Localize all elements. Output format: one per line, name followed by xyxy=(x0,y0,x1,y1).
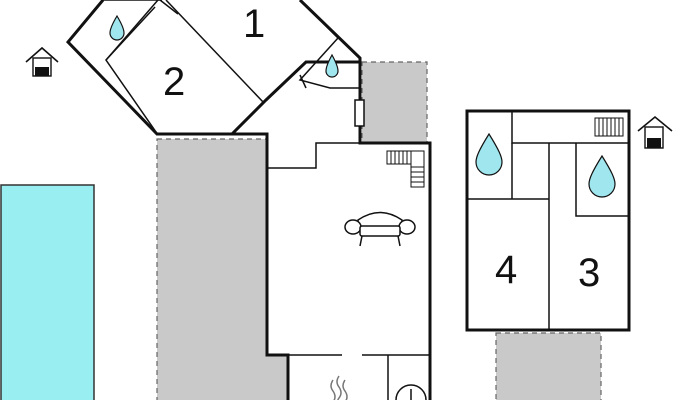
main-house xyxy=(232,58,432,400)
water-drop-icon xyxy=(109,14,125,41)
room-label-3: 3 xyxy=(578,251,600,295)
upper-wing xyxy=(65,0,362,136)
stairs-icon xyxy=(386,150,425,188)
house-entrance-icon xyxy=(25,46,59,77)
room-label-4: 4 xyxy=(495,248,517,292)
round-appliance-icon xyxy=(395,384,427,400)
stairs-icon xyxy=(594,117,624,137)
swimming-pool xyxy=(0,184,95,400)
annex-house xyxy=(465,109,631,332)
house-entrance-icon xyxy=(637,115,673,149)
water-drop-icon xyxy=(475,132,503,176)
heat-waves-icon xyxy=(330,375,348,400)
water-drop-icon xyxy=(588,154,616,198)
room-label-2: 2 xyxy=(163,60,185,104)
room-label-1: 1 xyxy=(243,2,265,46)
water-drop-icon xyxy=(325,53,339,78)
sofa-icon xyxy=(344,211,416,247)
terrace-annex xyxy=(495,332,602,400)
terrace-top-right xyxy=(361,61,428,144)
